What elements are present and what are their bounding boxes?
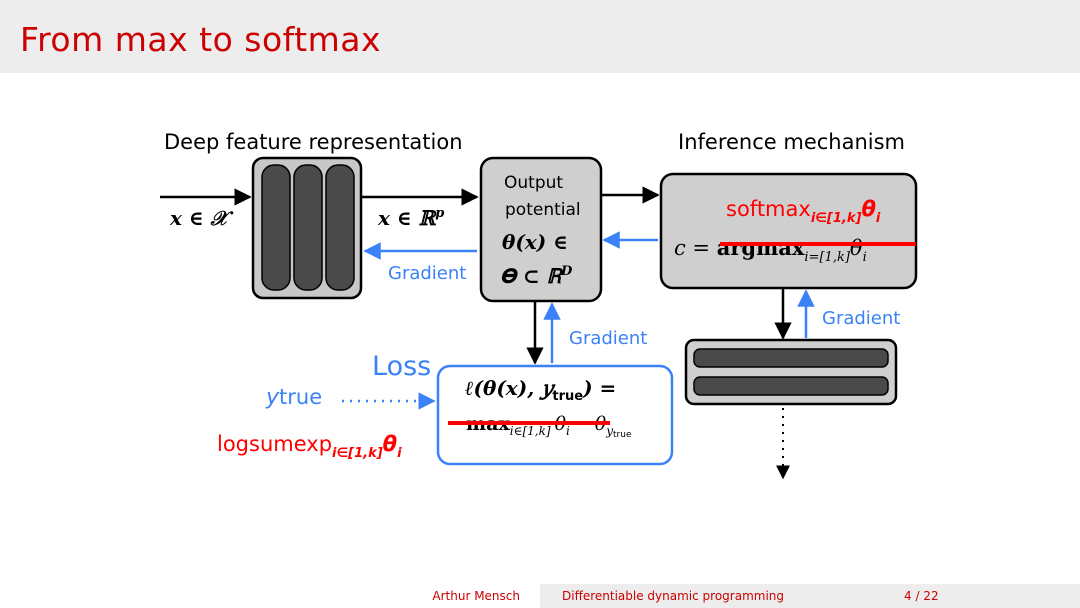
output-line3: 𝜽(𝒙) ∈ <box>502 230 568 254</box>
ytrue-label: ytrue <box>265 385 322 410</box>
loss-box <box>436 364 674 466</box>
loss-equation-line1: ℓ(𝜽(𝒙), 𝑦true) = <box>465 376 616 404</box>
slide-title-bar: From max to softmax <box>0 0 1080 73</box>
output-line2: potential <box>505 200 581 220</box>
gradient-label-network: Gradient <box>388 263 466 284</box>
logsumexp-expression: logsumexpi∈[1,k]θi <box>217 432 402 461</box>
output-line4: 𝚯 ⊂ ℝD <box>500 264 573 288</box>
feature-var: 𝒙 ∈ ℝp <box>377 206 444 230</box>
footer-talk-title: Differentiable dynamic programming <box>562 589 785 603</box>
footer-author: Arthur Mensch <box>0 584 540 608</box>
diagram: Deep feature representation Inference me… <box>160 130 918 480</box>
gradient-label-inference: Gradient <box>822 308 900 329</box>
slide-footer: Arthur Mensch Differentiable dynamic pro… <box>0 584 1080 608</box>
input-var: 𝒙 ∈ 𝒳 <box>169 206 234 230</box>
inference-box <box>659 172 918 290</box>
heading-deep-feature: Deep feature representation <box>164 130 463 154</box>
feature-var-sup: p <box>435 206 444 221</box>
network-layer <box>325 164 355 291</box>
structured-output-layer <box>693 348 889 368</box>
output-line1: Output <box>504 173 563 193</box>
footer-right-section: Differentiable dynamic programming 4 / 2… <box>540 584 1080 608</box>
softmax-expression: softmaxi∈[1,k]θi <box>726 197 881 226</box>
output-line4-sup: D <box>560 264 573 279</box>
structured-output-layer <box>693 376 889 396</box>
network-layer <box>261 164 291 291</box>
output-potential-box <box>479 156 603 303</box>
loss-title: Loss <box>372 351 431 382</box>
argmax-expression: c = argmaxi=[1,k]θi <box>674 235 867 265</box>
footer-page-number: 4 / 22 <box>904 589 939 603</box>
gradient-label-loss: Gradient <box>569 328 647 349</box>
network-layer <box>293 164 323 291</box>
heading-inference: Inference mechanism <box>678 130 905 154</box>
slide-title: From max to softmax <box>20 20 382 59</box>
